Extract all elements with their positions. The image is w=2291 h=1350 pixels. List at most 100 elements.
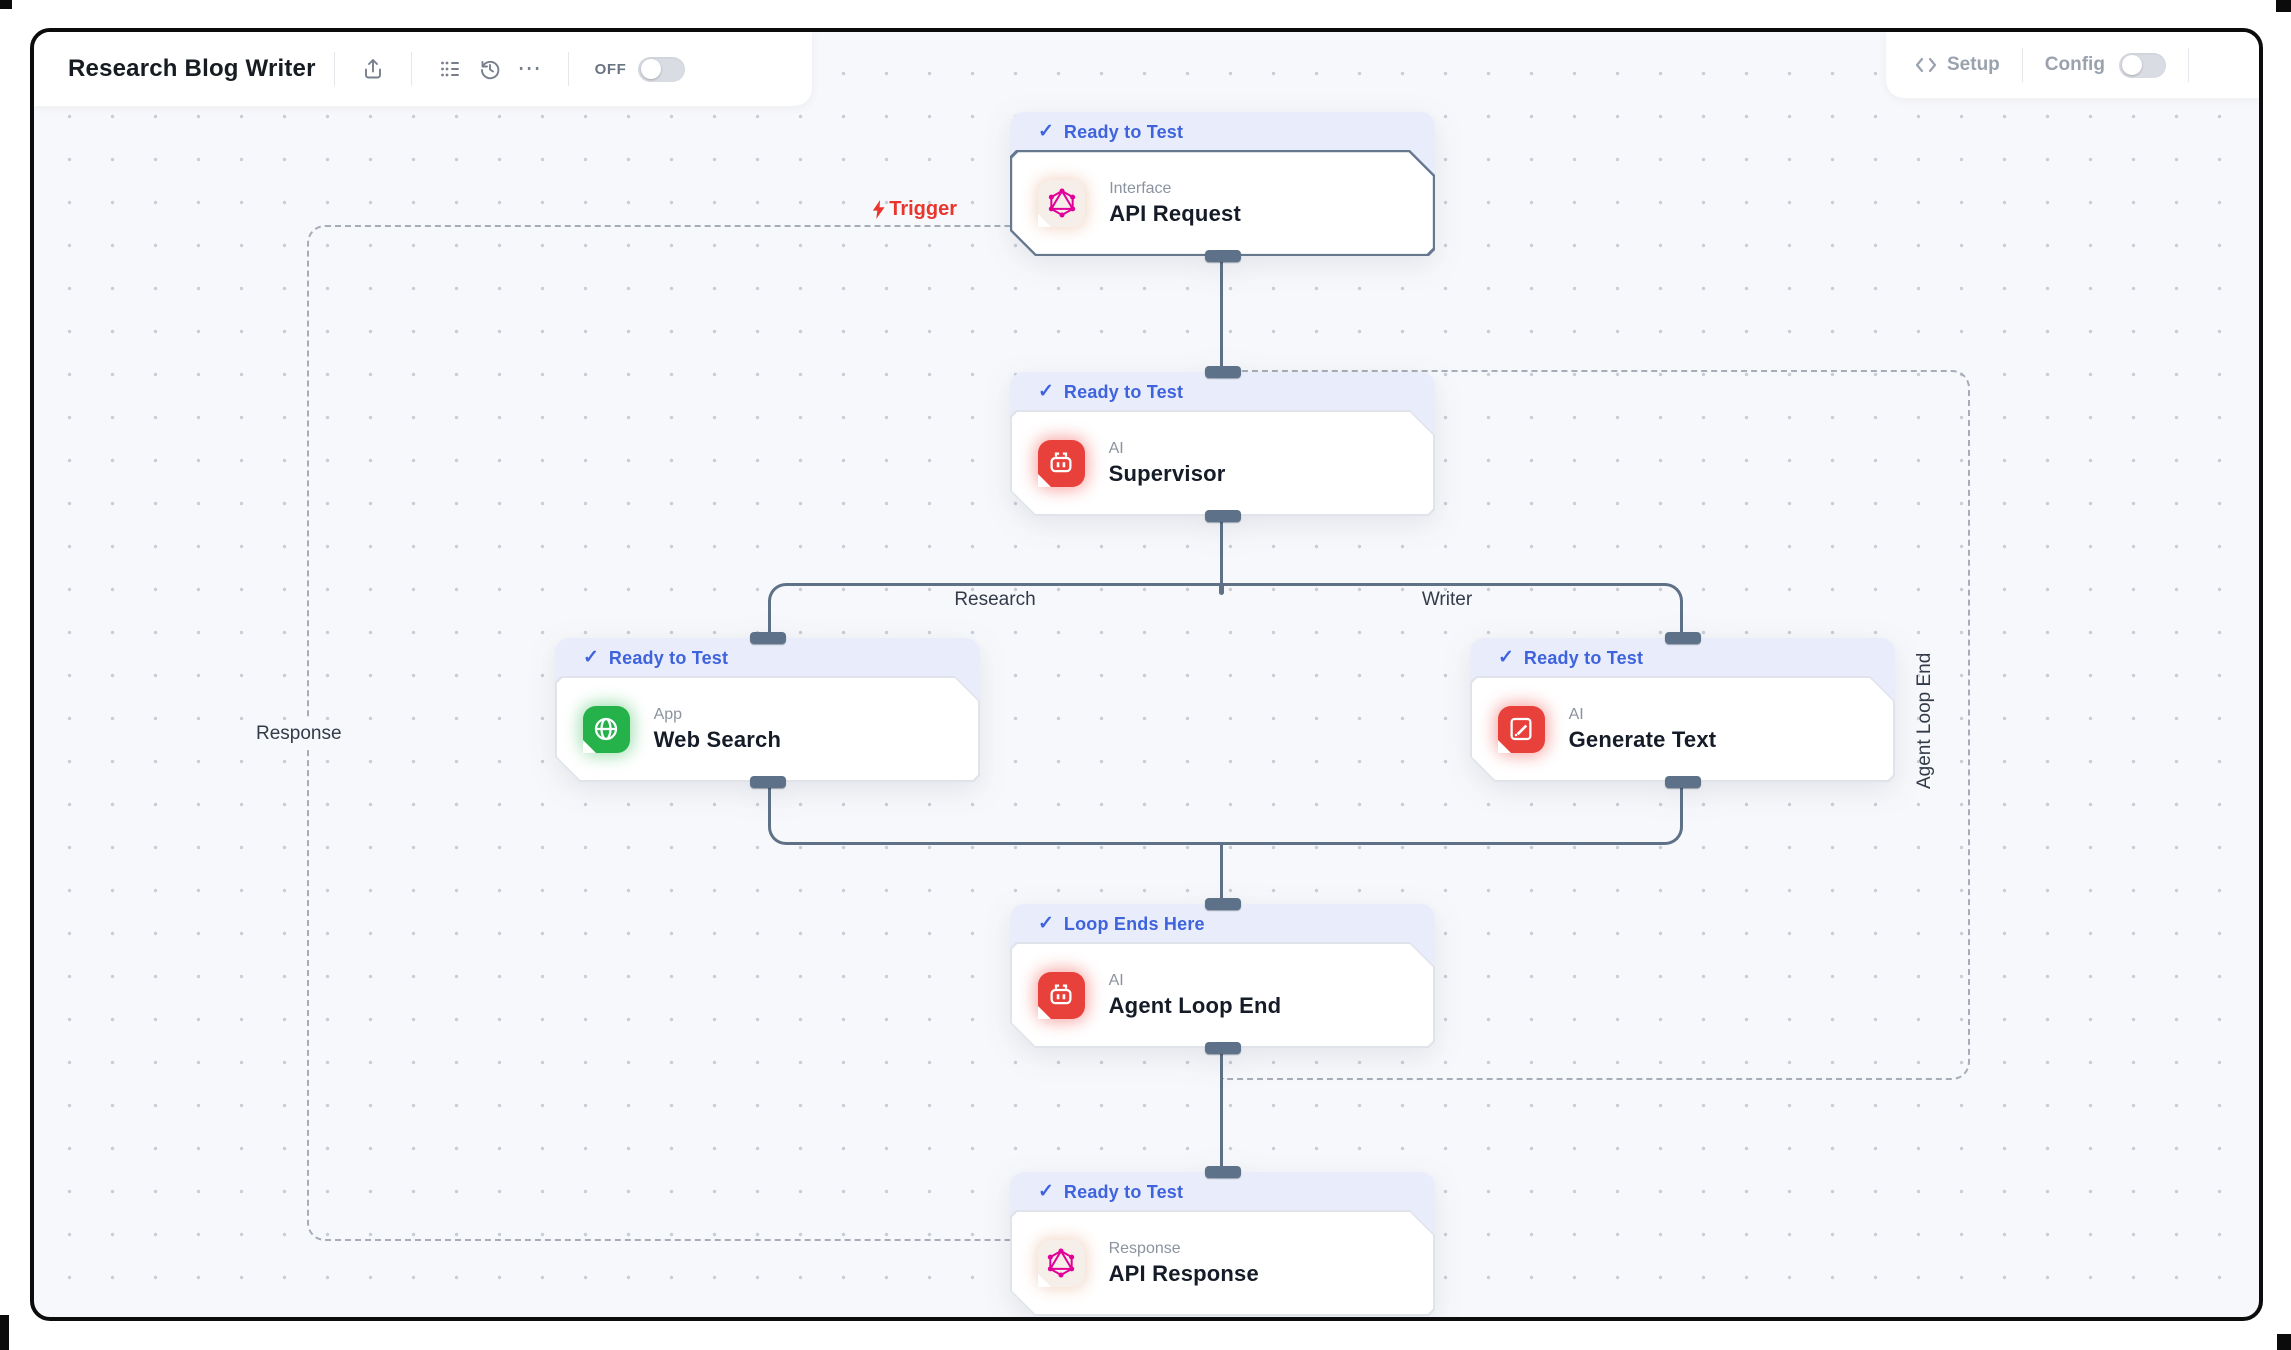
edge-label-writer: Writer (1421, 589, 1473, 610)
node-web-search[interactable]: ✓ Ready to Test App Web Search (555, 632, 980, 788)
ellipsis-icon: ⋯ (517, 55, 543, 82)
input-handle[interactable] (1204, 1166, 1241, 1178)
node-texts: Response API Response (1109, 1240, 1259, 1287)
node-title: API Response (1108, 1260, 1259, 1286)
output-handle[interactable] (1204, 250, 1241, 262)
edge-apirequest-supervisor (1220, 254, 1223, 376)
robot-icon (1038, 972, 1085, 1019)
node-title: Generate Text (1568, 726, 1717, 752)
node-title: API Request (1109, 200, 1241, 226)
status-badge-text: Ready to Test (1063, 1182, 1184, 1202)
status-badge-text: Ready to Test (1063, 382, 1184, 402)
output-handle[interactable] (749, 776, 786, 788)
divider (333, 52, 335, 86)
input-handle[interactable] (1664, 632, 1701, 644)
graphql-icon (1038, 1240, 1085, 1287)
node-category: App (653, 705, 683, 723)
node-card: Interface API Request (1010, 150, 1435, 256)
node-texts: AI Supervisor (1109, 440, 1226, 487)
node-category: Response (1108, 1239, 1181, 1257)
node-category: AI (1568, 705, 1584, 723)
setup-button[interactable]: Setup (1914, 54, 2000, 76)
edge-label-research: Research (954, 589, 1036, 610)
lightning-bolt-icon (872, 200, 886, 219)
screen-corner-mark (0, 1315, 9, 1350)
screen-corner-mark (2276, 0, 2291, 12)
node-texts: AI Generate Text (1569, 706, 1717, 753)
node-card: AI Supervisor (1010, 410, 1435, 516)
robot-icon (1038, 440, 1085, 487)
screen-corner-mark (2277, 1334, 2291, 1350)
node-card: AI Agent Loop End (1010, 942, 1435, 1048)
divider (567, 52, 569, 86)
node-texts: Interface API Request (1109, 180, 1241, 227)
status-badge-text: Loop Ends Here (1063, 914, 1205, 934)
node-category: AI (1108, 971, 1124, 989)
clipboard-pen-icon (1498, 706, 1545, 753)
branch-connector (768, 583, 1683, 638)
node-texts: App Web Search (654, 706, 782, 753)
node-category: Interface (1109, 179, 1172, 197)
more-options-button[interactable]: ⋯ (510, 49, 550, 89)
node-title: Web Search (653, 726, 782, 752)
node-supervisor[interactable]: ✓ Ready to Test AI Supervisor (1010, 366, 1435, 522)
share-button[interactable] (353, 49, 393, 89)
check-icon: ✓ (1498, 647, 1514, 668)
run-list-icon[interactable] (430, 49, 470, 89)
node-title: Agent Loop End (1108, 992, 1282, 1018)
merge-connector (768, 780, 1683, 845)
screen-corner-mark (0, 0, 12, 9)
check-icon: ✓ (1038, 121, 1054, 142)
agent-loop-path (1222, 370, 1970, 1080)
graphql-icon (1038, 180, 1085, 227)
check-icon: ✓ (583, 647, 599, 668)
workflow-title: Research Blog Writer (68, 55, 316, 82)
edge-label-response: Response (246, 720, 352, 748)
config-toggle[interactable] (2118, 52, 2166, 78)
node-api-response[interactable]: ✓ Ready to Test Response API Response (1010, 1166, 1435, 1316)
status-badge-text: Ready to Test (1523, 648, 1644, 668)
trigger-label: Trigger (827, 198, 957, 221)
divider (410, 52, 412, 86)
node-generate-text[interactable]: ✓ Ready to Test AI Generate Text (1470, 632, 1895, 788)
node-title: Supervisor (1108, 460, 1226, 486)
node-agent-loop-end[interactable]: ✓ Loop Ends Here AI Agent Loop End (1010, 898, 1435, 1054)
status-badge-text: Ready to Test (1063, 122, 1184, 142)
node-category: AI (1108, 439, 1124, 457)
header-toolbar: Research Blog Writer ⋯ OFF (34, 32, 812, 106)
node-card: AI Generate Text (1470, 676, 1895, 782)
trigger-label-text: Trigger (889, 198, 957, 220)
output-handle[interactable] (1204, 510, 1241, 522)
globe-icon (583, 706, 630, 753)
setup-label: Setup (1947, 54, 2000, 75)
power-toggle[interactable] (638, 56, 686, 82)
branch-junction (1219, 586, 1224, 595)
input-handle[interactable] (1204, 366, 1241, 378)
output-handle[interactable] (1204, 1042, 1241, 1054)
code-brackets-icon (1914, 54, 1938, 76)
node-texts: AI Agent Loop End (1109, 972, 1282, 1019)
edge-supervisor-branch (1220, 514, 1223, 586)
divider (2021, 48, 2023, 82)
check-icon: ✓ (1038, 381, 1054, 402)
header-right-toolbar: Setup Config (1886, 32, 2259, 98)
edge-agentloopend-apiresponse (1220, 1046, 1223, 1174)
divider (2187, 48, 2189, 82)
toggle-knob (641, 59, 662, 79)
check-icon: ✓ (1038, 913, 1054, 934)
app-window: Research Writer Response Agent Loop End … (30, 28, 2263, 1321)
input-handle[interactable] (749, 632, 786, 644)
node-card: Response API Response (1010, 1210, 1435, 1316)
power-state-label: OFF (594, 60, 627, 78)
edge-merge-agentloopend (1220, 843, 1223, 901)
history-icon[interactable] (470, 49, 510, 89)
toggle-knob (2121, 55, 2142, 75)
status-badge-text: Ready to Test (608, 648, 729, 668)
check-icon: ✓ (1038, 1181, 1054, 1202)
node-card: App Web Search (555, 676, 980, 782)
edge-label-agent-loop-end: Agent Loop End (1914, 652, 1935, 789)
node-api-request[interactable]: ✓ Ready to Test Interface API Request (1010, 112, 1435, 262)
input-handle[interactable] (1204, 898, 1241, 910)
config-label: Config (2044, 54, 2105, 75)
output-handle[interactable] (1664, 776, 1701, 788)
